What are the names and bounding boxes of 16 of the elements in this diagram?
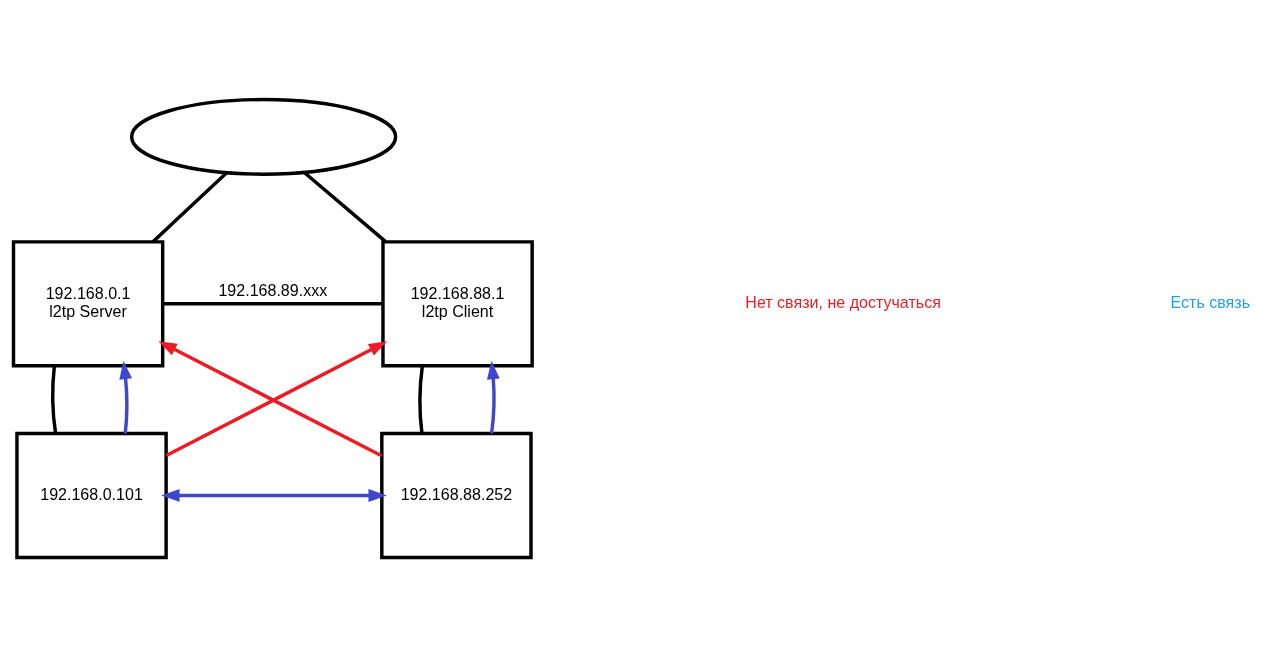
arrow (486, 360, 500, 434)
connector (162, 302, 383, 306)
node-box: 192.168.0.101 (15, 431, 168, 560)
node-box: 192.168.88.1 l2tp Client (381, 240, 534, 368)
connector (151, 171, 228, 244)
legend-label: Есть связь (1170, 293, 1251, 312)
node-box: 192.168.88.252 (380, 431, 533, 560)
connector (303, 171, 387, 243)
edge-label: 192.168.89.xxx (218, 281, 328, 300)
arrow (119, 360, 133, 434)
arrow (161, 489, 387, 502)
node-ellipse (129, 97, 398, 176)
connector (418, 365, 425, 434)
node-box: 192.168.0.1 l2tp Server (11, 240, 165, 368)
legend-label: Нет связи, не достучаться (745, 293, 941, 312)
connector (51, 365, 58, 434)
